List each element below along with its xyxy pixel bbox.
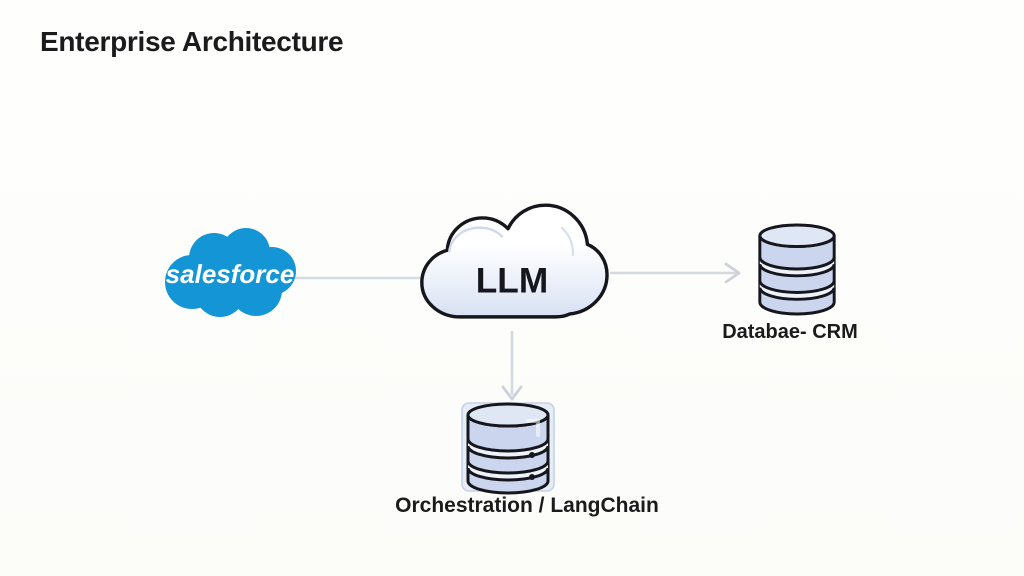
database-icon [758,223,836,316]
connector-llm-database-arrow [609,261,749,290]
salesforce-wordmark: salesforce [166,259,295,289]
arrowhead-right-icon [724,262,741,284]
llm-node: LLM [413,197,609,329]
connector-llm-orchestration-arrow [500,331,524,412]
indicator-dot [529,474,535,480]
database-crm-node [752,220,842,318]
salesforce-logo-icon: salesforce [165,228,296,317]
cloud-outline [420,203,609,319]
cloud-inner-puff-line [560,226,574,257]
cylinder-highlight [526,419,540,437]
llm-label: LLM [476,261,548,300]
cloud-icon: LLM [420,203,609,319]
orchestration-node [456,397,562,499]
database-icon [461,402,555,495]
indicator-dot [529,452,535,458]
salesforce-node: salesforce [162,221,298,321]
arrowhead-down-icon [501,385,523,401]
database-crm-label: Databae- CRM [722,321,858,343]
page-title: Enterprise Architecture [40,26,344,57]
orchestration-label: Orchestration / LangChain [395,494,659,517]
cloud-inner-puff-line [448,226,504,253]
connector-salesforce-llm [294,269,430,287]
